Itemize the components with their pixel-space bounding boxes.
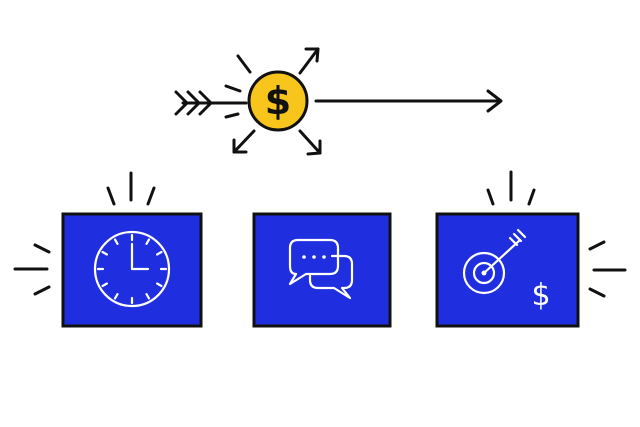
clock-tick: [145, 293, 151, 300]
card-chat: [252, 212, 392, 328]
ray-arrow-down-left: [232, 129, 256, 154]
incoming-arrow: [174, 90, 248, 116]
ray-arrow-up-right: [298, 47, 320, 75]
clock-icon: [93, 230, 171, 308]
coin-icon: $: [247, 70, 309, 132]
outgoing-arrow: [314, 89, 503, 113]
card-clock-rays: [13, 171, 156, 296]
clock-tick: [156, 282, 163, 288]
card-target: $: [435, 170, 627, 328]
clock-tick: [156, 250, 163, 256]
target-arrow-icon: [462, 228, 527, 295]
coin-rays: [224, 47, 322, 156]
clock-tick: [113, 293, 119, 300]
clock-tick: [101, 250, 108, 256]
target-dollar-symbol: $: [531, 278, 550, 313]
chat-bubbles-icon: [288, 238, 354, 300]
clock-tick: [101, 282, 108, 288]
card-clock: [13, 171, 203, 328]
coin-symbol: $: [265, 79, 291, 123]
card-target-rays: [486, 170, 627, 298]
clock-tick: [145, 238, 151, 245]
clock-tick: [113, 238, 119, 245]
ray-arrow-down-right: [298, 129, 322, 156]
